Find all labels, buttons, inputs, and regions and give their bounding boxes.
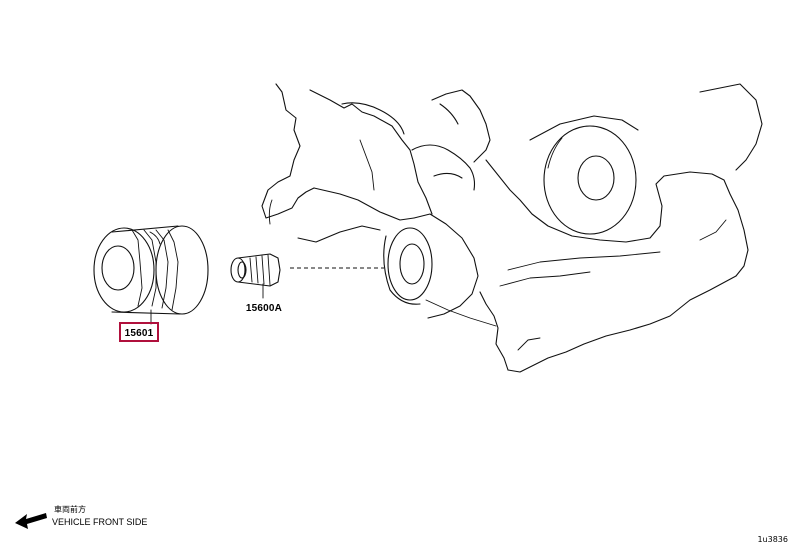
engine-block-illustration — [261, 83, 763, 373]
part-label-15600a[interactable]: 15600A — [246, 303, 282, 314]
direction-jp-label: 車両前方 — [54, 504, 86, 514]
oil-filter-illustration — [93, 225, 209, 325]
direction-en-label: VEHICLE FRONT SIDE — [52, 517, 147, 527]
union-bolt-illustration — [230, 253, 384, 299]
arrow-left-icon — [15, 513, 47, 529]
part-code: 15600A — [246, 303, 282, 314]
reference-code: 1u3836 — [757, 535, 788, 544]
part-code: 15601 — [125, 328, 154, 339]
vehicle-front-indicator: 車両前方 VEHICLE FRONT SIDE — [15, 504, 147, 529]
part-label-15601[interactable]: 15601 — [119, 322, 159, 342]
highlight-box — [119, 322, 159, 342]
